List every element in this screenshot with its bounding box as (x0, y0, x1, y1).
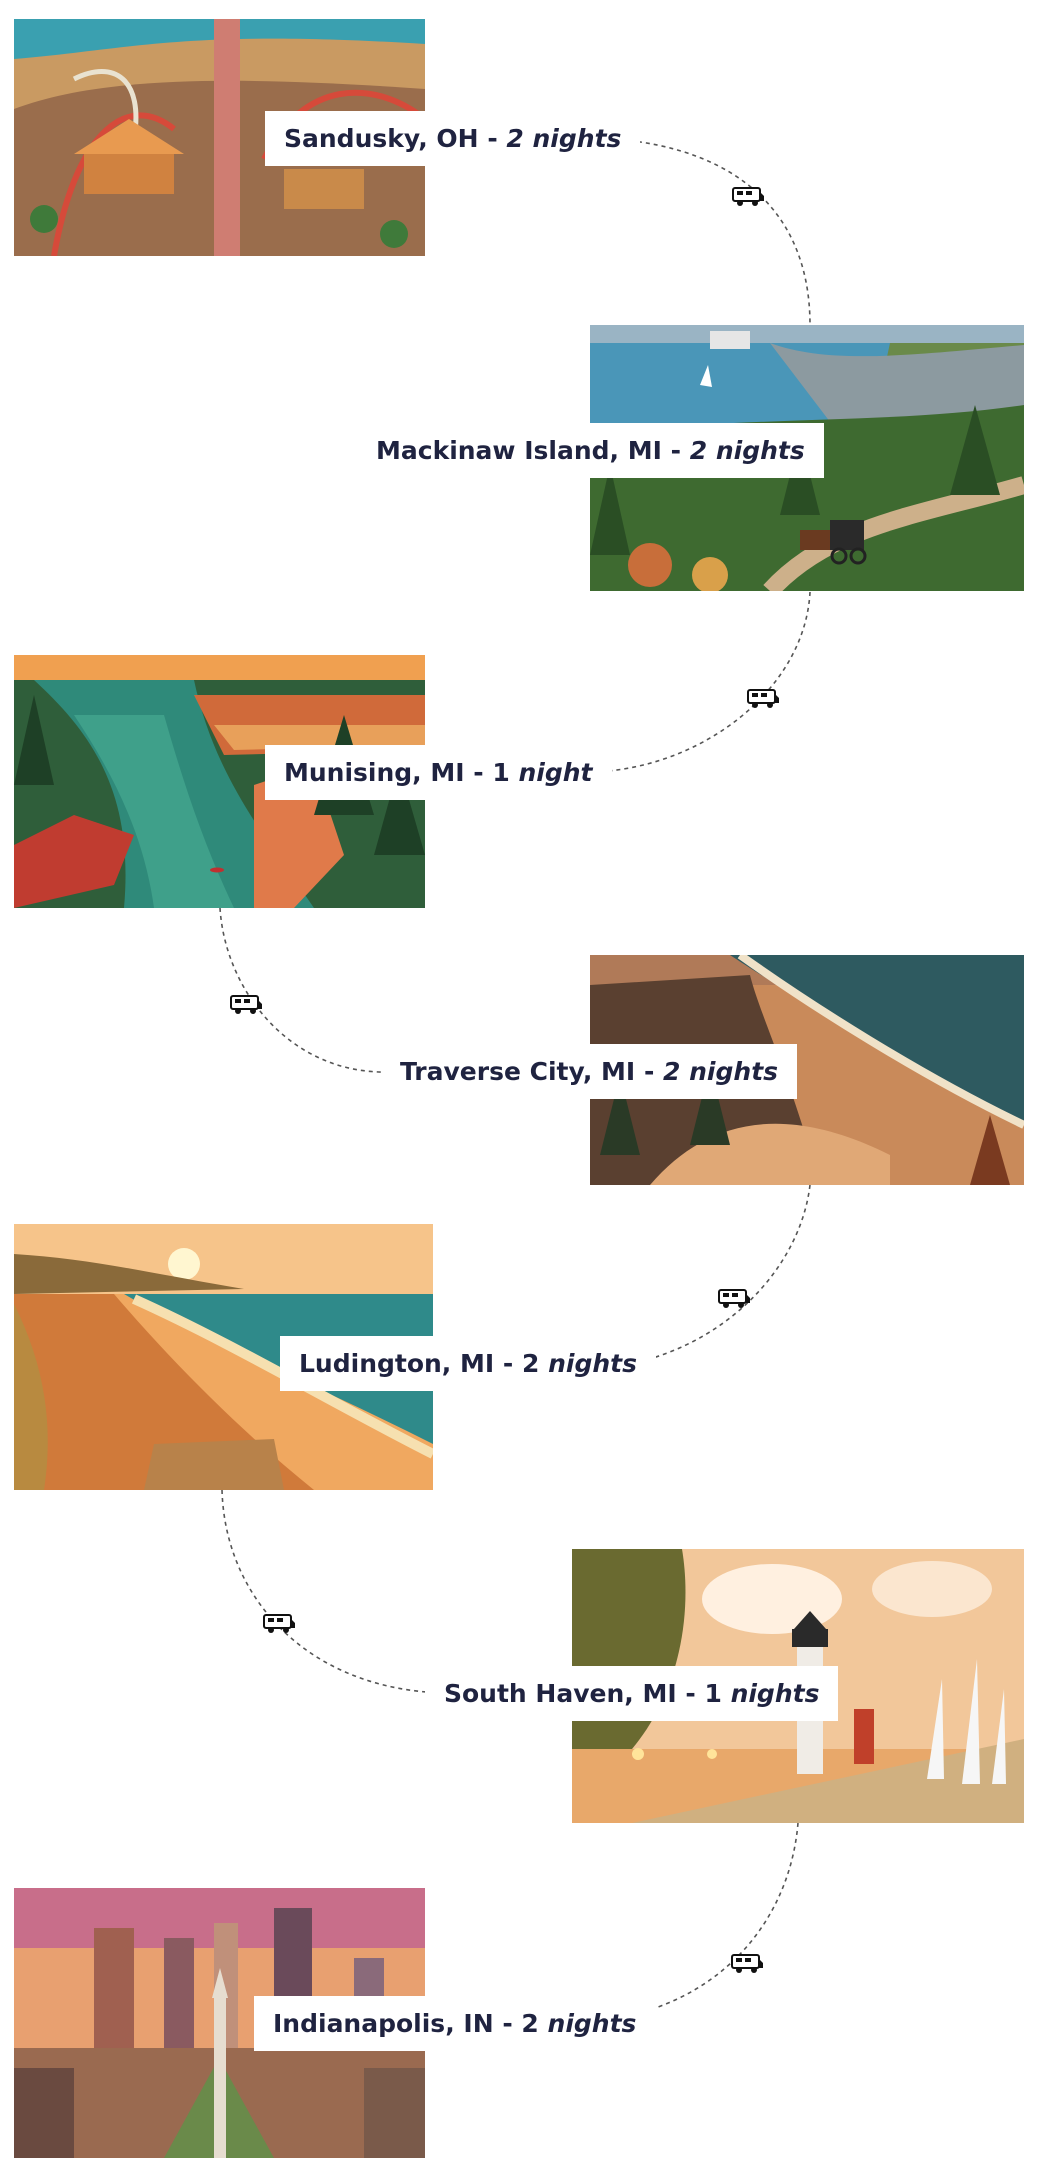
rv-camper-icon (731, 183, 765, 209)
rv-camper-icon (262, 1610, 296, 1636)
stop-label-indianapolis: Indianapolis, IN - 2 nights (254, 1996, 656, 2051)
rv-camper-icon (730, 1950, 764, 1976)
stop-label-traverse-city: Traverse City, MI - 2 nights (381, 1044, 798, 1099)
stop-label-mackinaw-island: Mackinaw Island, MI - 2 nights (357, 423, 824, 478)
stop-label-sandusky: Sandusky, OH - 2 nights (265, 111, 641, 166)
stop-label-munising: Munising, MI - 1 night (265, 745, 612, 800)
stop-label-south-haven: South Haven, MI - 1 nights (425, 1666, 839, 1721)
rv-camper-icon (746, 685, 780, 711)
stop-photo-indianapolis (14, 1888, 425, 2158)
stop-label-ludington: Ludington, MI - 2 nights (280, 1336, 657, 1391)
rv-camper-icon (717, 1285, 751, 1311)
rv-camper-icon (229, 991, 263, 1017)
